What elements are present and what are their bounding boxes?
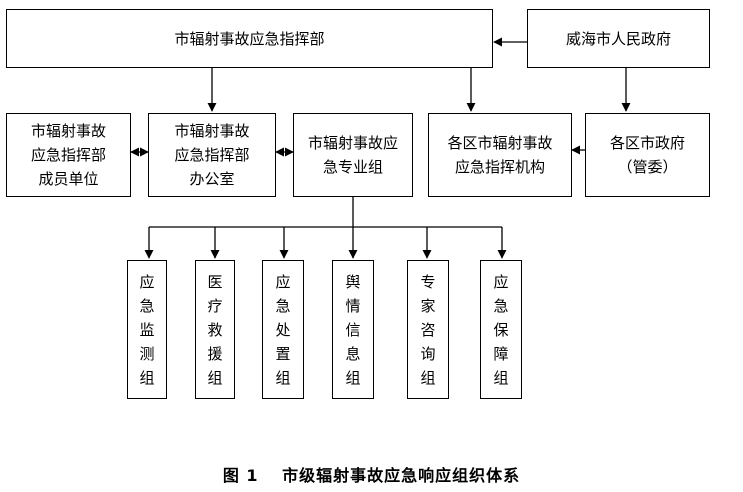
figure-caption: 图 1 市级辐射事故应急响应组织体系: [222, 466, 521, 485]
node-group-medical: 医 疗 救 援 组: [195, 260, 235, 399]
node-office: 市辐射事故 应急指挥部 办公室: [148, 113, 276, 197]
node-members: 市辐射事故 应急指挥部 成员单位: [6, 113, 131, 197]
node-group-disposal: 应 急 处 置 组: [262, 260, 304, 399]
node-group-consult: 专 家 咨 询 组: [407, 260, 449, 399]
node-district-agency: 各区市辐射事故 应急指挥机构: [428, 113, 572, 197]
node-group-monitor: 应 急 监 测 组: [127, 260, 167, 399]
node-hq: 市辐射事故应急指挥部: [6, 9, 493, 68]
node-group-support: 应 急 保 障 组: [480, 260, 522, 399]
node-group-opinion: 舆 情 信 息 组: [332, 260, 374, 399]
node-expert-group: 市辐射事故应 急专业组: [293, 113, 413, 197]
node-city-gov: 威海市人民政府: [527, 9, 710, 68]
node-district-gov: 各区市政府 （管委）: [585, 113, 710, 197]
